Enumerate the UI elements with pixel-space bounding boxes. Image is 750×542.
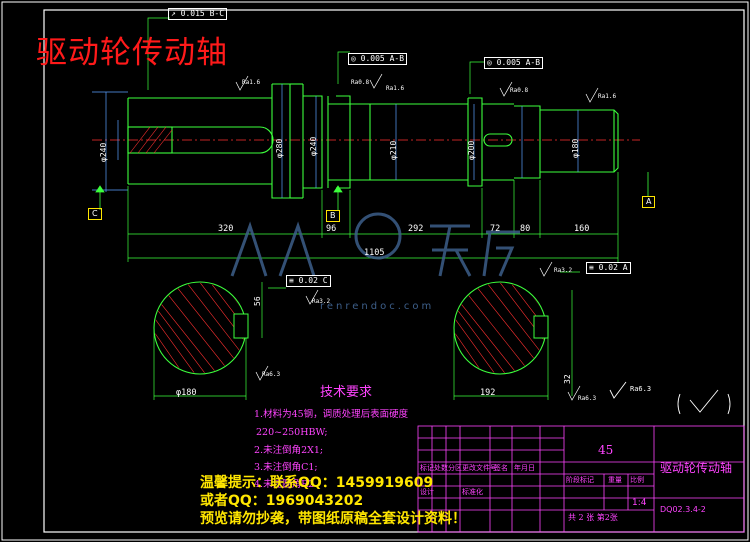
section-right-dia: 192	[480, 388, 496, 398]
section-right-depth: 32	[563, 374, 572, 384]
tb-designer: 设计	[420, 488, 434, 496]
tech-req-title: 技术要求	[320, 385, 373, 400]
diameter-label: φ180	[571, 138, 580, 158]
diameter-label: φ210	[389, 140, 398, 160]
section-right-tol: ≡ 0.02 A	[586, 262, 631, 274]
roughness-label: Ra3.2	[312, 298, 331, 305]
section-left-tol: ≡ 0.02 C	[286, 275, 331, 287]
diameter-label: φ200	[467, 140, 476, 160]
warning-line-3: 预览请勿抄袭，带图纸原稿全套设计资料！	[200, 511, 466, 527]
tolerance-ref: B-C	[209, 9, 225, 18]
tb-sheet: 共 2 张 第2张	[568, 513, 618, 522]
tech-req-item: 2.未注倒角2X1;	[254, 445, 324, 456]
tolerance-ref: A	[622, 263, 628, 272]
tb-stage-header: 重量	[608, 476, 622, 484]
section-left-dia: φ180	[176, 388, 197, 398]
tolerance-value: 0.005	[360, 54, 385, 63]
shaft-outline	[127, 83, 619, 199]
symmetry-icon: ≡	[289, 276, 294, 285]
tolerance-ref: A-B	[389, 54, 405, 63]
tb-header: 标记	[420, 464, 434, 472]
tb-header: 更改文件号	[462, 464, 497, 472]
tb-code: DQ02.3.4-2	[660, 505, 706, 514]
tb-header: 年月日	[514, 464, 535, 472]
roughness-label: Ra6.3	[262, 371, 281, 378]
runout-icon: ↗	[171, 9, 176, 18]
roughness-label: Ra3.2	[554, 267, 573, 274]
roughness-label: Ra6.3	[578, 395, 597, 402]
concentricity-icon: ◎	[487, 58, 492, 67]
concentricity-icon: ◎	[351, 54, 356, 63]
tolerance-value: 0.015	[180, 9, 205, 18]
dim-total: 1105	[364, 248, 385, 258]
tb-header: 分区	[448, 464, 462, 472]
warning-line-1: 温馨提示：联系QQ：1459919609	[200, 475, 434, 491]
tb-header: 处数	[434, 464, 448, 472]
tech-req-item: 1.材料为45钢，调质处理后表面硬度	[254, 409, 409, 420]
tech-req-item: 4.未注圆角R2.	[254, 479, 318, 490]
roughness-label: Ra1.6	[386, 85, 405, 92]
tb-name: 驱动轮传动轴	[660, 461, 733, 475]
tolerance-ref: C	[322, 276, 328, 285]
roughness-label: Ra1.6	[242, 79, 261, 86]
roughness-label: Ra0.8	[510, 87, 529, 94]
title-block-lines	[417, 425, 745, 533]
symmetry-icon: ≡	[589, 263, 594, 272]
tolerance-frame-1: ↗ 0.015 B-C	[168, 8, 228, 20]
diameter-label: φ240	[99, 142, 108, 162]
roughness-label: Ra1.6	[598, 93, 617, 100]
drawing-title-overlay: 驱动轮传动轴	[36, 35, 228, 71]
dim-160: 160	[574, 224, 590, 234]
tech-req-item: 3.未注倒角C1;	[254, 462, 318, 473]
tb-scale: 1:4	[632, 498, 647, 508]
section-left	[153, 281, 249, 375]
dim-72: 72	[490, 224, 501, 234]
dim-96: 96	[326, 224, 337, 234]
section-left-depth: 56	[253, 296, 262, 306]
tb-header: 签名	[494, 464, 508, 472]
tb-stage-header: 比例	[630, 476, 644, 484]
section-right	[453, 281, 549, 375]
diameter-label: φ240	[309, 136, 318, 156]
watermark-text: renrendoc.com	[320, 301, 435, 312]
watermark-logo	[230, 212, 520, 277]
diameter-label: φ280	[275, 138, 284, 158]
tb-material: 45	[598, 443, 614, 457]
roughness-label: Ra0.8	[351, 79, 370, 86]
tolerance-value: 0.02	[298, 276, 318, 285]
datum-a: A	[642, 196, 656, 208]
tolerance-frame-3: ◎ 0.005 A-B	[484, 57, 544, 69]
dim-320: 320	[218, 224, 234, 234]
tolerance-frame-2: ◎ 0.005 A-B	[348, 53, 408, 65]
tech-req-item: 220~250HBW;	[256, 427, 328, 438]
datum-c: C	[88, 208, 102, 220]
dim-80: 80	[520, 224, 531, 234]
general-roughness: Ra6.3	[630, 385, 652, 393]
tolerance-ref: A-B	[525, 58, 541, 67]
tolerance-value: 0.005	[496, 58, 521, 67]
tb-stage-header: 阶段标记	[566, 476, 594, 484]
tolerance-value: 0.02	[598, 263, 618, 272]
warning-line-2: 或者QQ：1969043202	[200, 493, 364, 509]
datum-b: B	[326, 210, 340, 222]
dim-292: 292	[408, 224, 424, 234]
tb-standard: 标准化	[462, 488, 483, 496]
